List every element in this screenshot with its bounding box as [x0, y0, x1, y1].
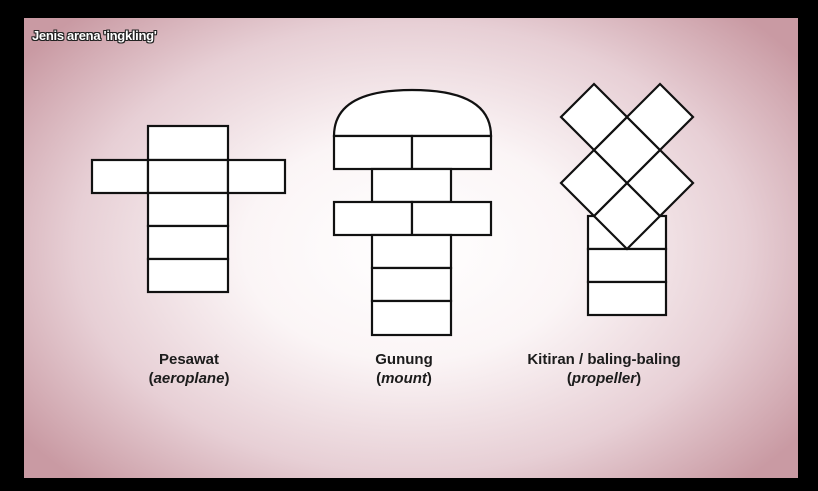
caption-mount-name: Gunung [334, 350, 474, 369]
caption-mount: Gunung (mount) [334, 350, 474, 388]
aeroplane-box-row5 [148, 259, 228, 292]
mount-box-row3-left [334, 202, 412, 235]
aeroplane-box-center [148, 160, 228, 193]
mount-box-row6 [372, 301, 451, 335]
hopscotch-arena-diagram [24, 18, 798, 478]
close-paren: ) [427, 370, 432, 387]
caption-propeller: Kitiran / baling-baling (propeller) [484, 350, 724, 388]
caption-mount-english-line: (mount) [334, 369, 474, 388]
caption-propeller-name: Kitiran / baling-baling [484, 350, 724, 369]
aeroplane-wing-right [228, 160, 285, 193]
aeroplane-wing-left [92, 160, 148, 193]
mount-box-row5 [372, 268, 451, 301]
mount-box-row4 [372, 235, 451, 268]
mount-box-row2 [372, 169, 451, 202]
caption-mount-english: mount [381, 370, 427, 387]
aeroplane-layout [92, 126, 285, 292]
close-paren: ) [224, 370, 229, 387]
mount-box-row1-left [334, 136, 412, 169]
propeller-layout [561, 84, 693, 315]
caption-aeroplane-english-line: (aeroplane) [109, 369, 269, 388]
caption-aeroplane-name: Pesawat [109, 350, 269, 369]
aeroplane-box-row4 [148, 226, 228, 259]
propeller-box-row3 [588, 282, 666, 315]
mount-box-row1-right [412, 136, 491, 169]
aeroplane-box-top [148, 126, 228, 160]
caption-propeller-english: propeller [572, 370, 636, 387]
close-paren: ) [636, 370, 641, 387]
mount-dome [334, 90, 491, 136]
mount-box-row3-right [412, 202, 491, 235]
caption-propeller-english-line: (propeller) [484, 369, 724, 388]
caption-aeroplane: Pesawat (aeroplane) [109, 350, 269, 388]
aeroplane-box-row3 [148, 193, 228, 226]
slide-panel: Jenis arena 'ingkling' [24, 18, 798, 478]
mount-layout [334, 90, 491, 335]
propeller-box-row2 [588, 249, 666, 282]
caption-aeroplane-english: aeroplane [154, 370, 225, 387]
